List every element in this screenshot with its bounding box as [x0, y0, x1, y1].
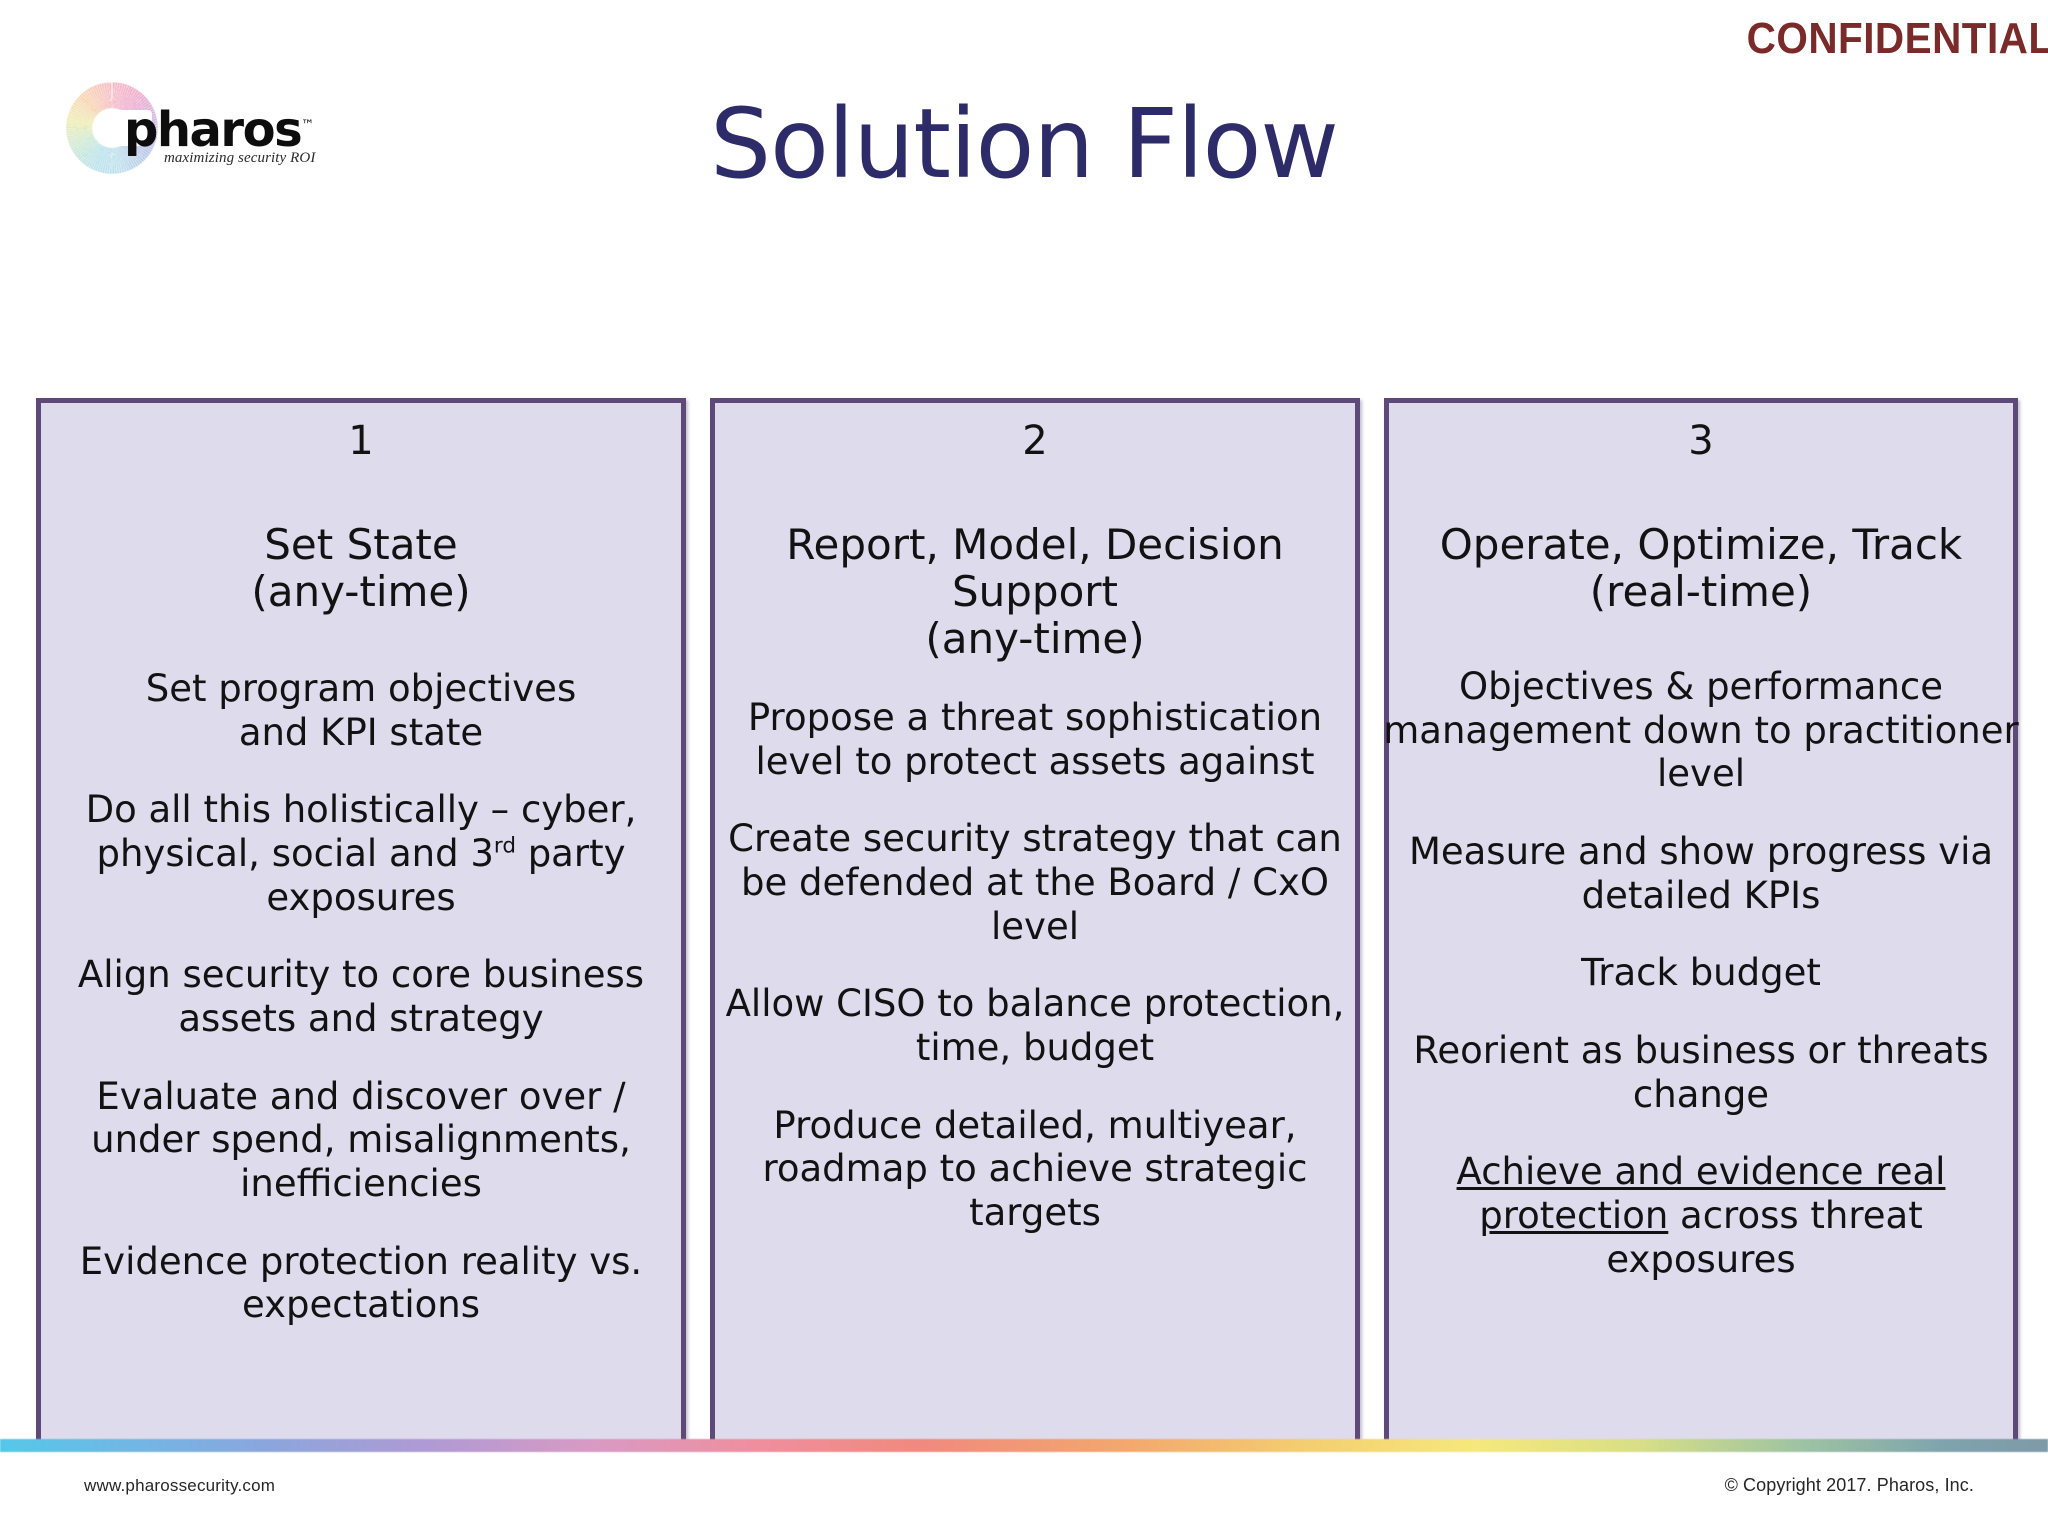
column-paragraph: Objectives & performance management down…	[1383, 665, 2019, 796]
column-heading: Set State (any-time)	[251, 520, 471, 617]
footer-copyright: © Copyright 2017. Pharos, Inc.	[1724, 1475, 1974, 1495]
logo-wordmark-text: pharos	[124, 102, 303, 158]
page-title: Solution Flow	[710, 88, 1339, 200]
solution-flow-columns: 1 Set State (any-time) Set program objec…	[36, 398, 2019, 1446]
column-number: 3	[1688, 418, 1714, 464]
footer-website-url[interactable]: www.pharossecurity.com	[84, 1476, 276, 1495]
column-paragraph: Allow CISO to balance protection, time, …	[725, 982, 1345, 1070]
confidential-marking: CONFIDENTIAL	[1747, 14, 2048, 63]
column-paragraph: Reorient as business or threats change	[1413, 1029, 1989, 1116]
logo-wordmark: pharos™	[124, 106, 314, 154]
logo-tagline: maximizing security ROI	[164, 150, 316, 166]
column-body: Propose a threat sophistication level to…	[711, 696, 1359, 1235]
column-paragraph: Evidence protection reality vs. expectat…	[79, 1239, 643, 1327]
column-paragraph: Create security strategy that can be def…	[728, 817, 1342, 948]
flow-column-3[interactable]: 3 Operate, Optimize, Track (real-time) O…	[1383, 398, 2019, 1446]
column-body: Objectives & performance management down…	[1379, 665, 2023, 1281]
footer-gradient-bar	[0, 1439, 2048, 1452]
column-paragraph: Evaluate and discover over / under spend…	[91, 1074, 631, 1205]
flow-column-1[interactable]: 1 Set State (any-time) Set program objec…	[36, 398, 686, 1446]
trademark-icon: ™	[301, 118, 314, 133]
column-heading: Report, Model, Decision Support (any-tim…	[786, 520, 1284, 664]
logo-notch	[106, 110, 152, 146]
column-paragraph: Do all this holistically – cyber, physic…	[85, 788, 637, 919]
column-paragraph: Propose a threat sophistication level to…	[747, 696, 1323, 783]
column-paragraph: Achieve and evidence real protection acr…	[1456, 1150, 1946, 1281]
column-paragraph: Track budget	[1581, 951, 1821, 995]
column-paragraph: Produce detailed, multiyear, roadmap to …	[762, 1103, 1308, 1234]
pharos-logo: pharos™ maximizing security ROI	[66, 80, 315, 180]
column-number: 1	[348, 418, 374, 464]
column-heading: Operate, Optimize, Track (real-time)	[1439, 520, 1963, 617]
column-paragraph: Align security to core business assets a…	[77, 953, 645, 1040]
column-paragraph: Measure and show progress via detailed K…	[1408, 830, 1994, 917]
flow-column-2[interactable]: 2 Report, Model, Decision Support (any-t…	[710, 398, 1360, 1446]
column-number: 2	[1022, 418, 1048, 464]
